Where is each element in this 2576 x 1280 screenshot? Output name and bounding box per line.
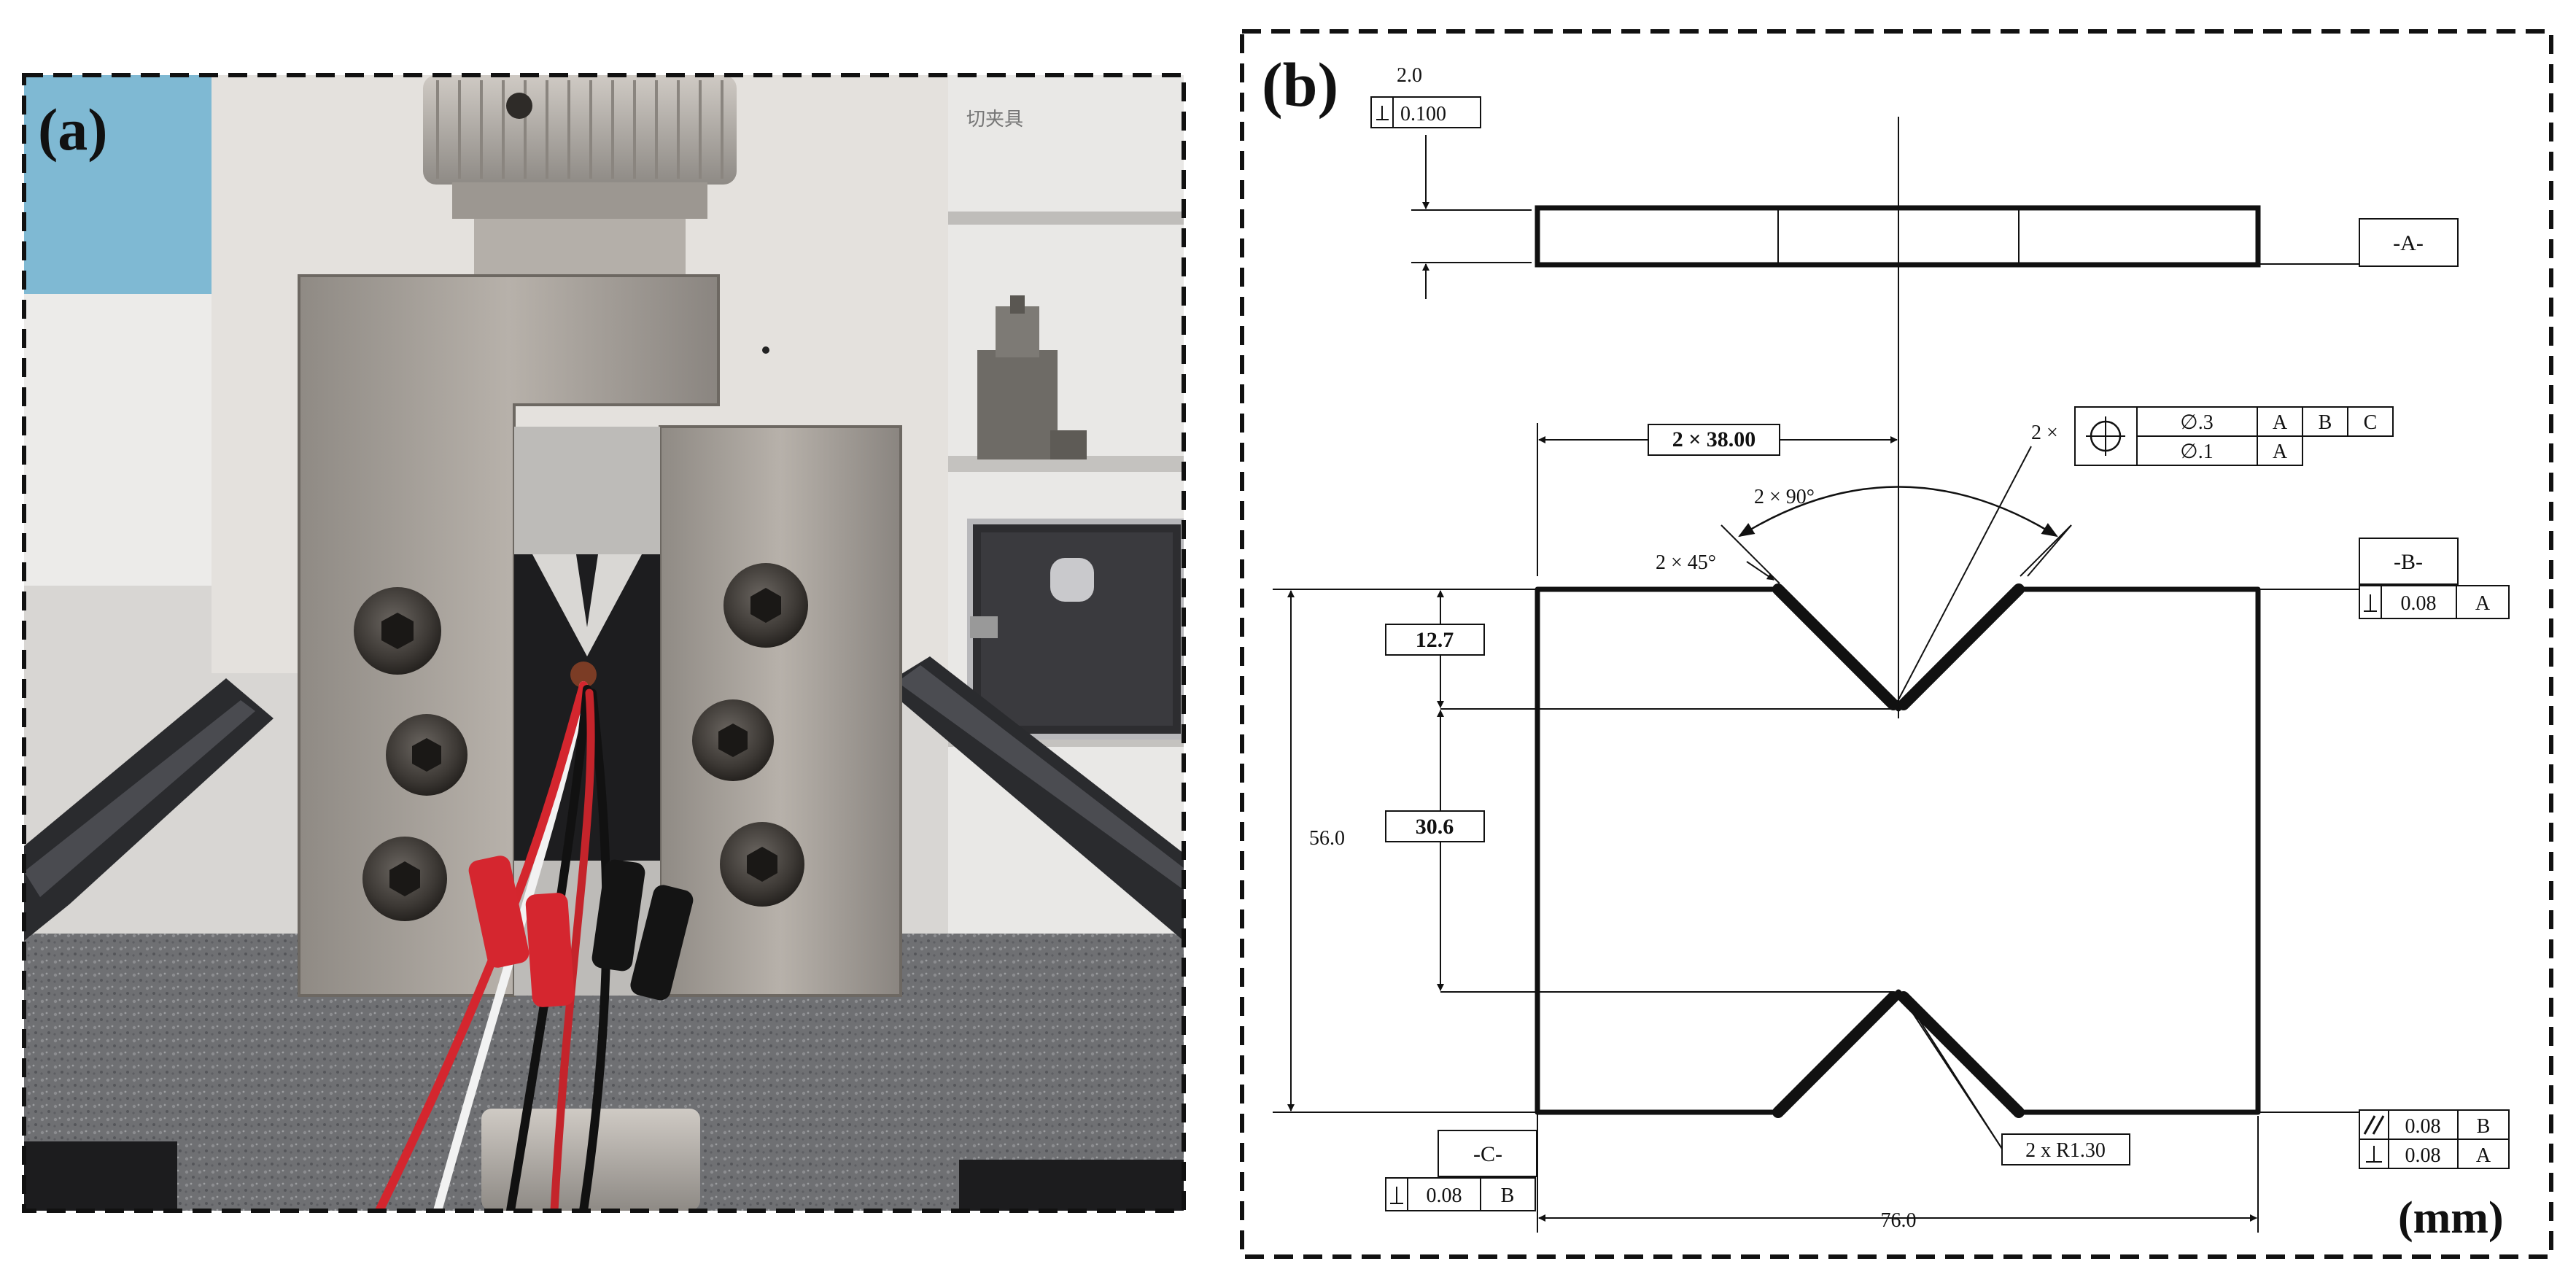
notch-edges bbox=[1772, 583, 2025, 1118]
position-ref-b: B bbox=[2319, 411, 2332, 434]
probe-clips bbox=[468, 856, 694, 1007]
thickness-value: 2.0 bbox=[1397, 64, 1422, 87]
position-tolerance-frame bbox=[2074, 406, 2394, 466]
thickness-tolerance: 0.100 bbox=[1400, 103, 1446, 125]
top-view-plate bbox=[1411, 135, 2359, 299]
load-nut bbox=[423, 75, 737, 277]
sign-text: 切夹具 bbox=[966, 109, 1023, 130]
panel-b-label: (b) bbox=[1262, 50, 1338, 120]
blue-panel bbox=[24, 75, 225, 294]
gauge-length-value: 30.6 bbox=[1416, 815, 1454, 839]
position-ref-a-2: A bbox=[2273, 441, 2288, 463]
panel-b-border bbox=[1240, 29, 2553, 1259]
width-value: 76.0 bbox=[1881, 1209, 1917, 1232]
datum-c-tolerance: 0.08 bbox=[1427, 1184, 1462, 1207]
gauge-length-dimension bbox=[1385, 710, 1893, 993]
panel-a-border bbox=[22, 73, 1186, 1213]
radius-value: 2 x R1.30 bbox=[2025, 1139, 2106, 1162]
half-width-value: 2 × 38.00 bbox=[1672, 427, 1756, 451]
fixture-bolts bbox=[354, 563, 808, 921]
instrument-case bbox=[967, 519, 1184, 740]
perpendicular-tolerance: 0.08 bbox=[2405, 1144, 2441, 1167]
parallel-tolerance: 0.08 bbox=[2405, 1115, 2441, 1138]
probe-wires bbox=[375, 681, 611, 1211]
right-rail bbox=[882, 656, 1184, 941]
perpendicular-ref: A bbox=[2476, 1144, 2491, 1167]
datum-c-ref: B bbox=[1501, 1184, 1515, 1207]
panel-a-photo: 切夹具 bbox=[24, 75, 1184, 1211]
position-leader bbox=[1896, 446, 2032, 705]
parallel-ref: B bbox=[2477, 1115, 2491, 1138]
datum-b-label: -B- bbox=[2394, 550, 2423, 574]
datum-b-tolerance: 0.08 bbox=[2401, 592, 2437, 615]
datum-b-ref: A bbox=[2475, 592, 2491, 615]
datum-c-frame bbox=[1385, 1112, 1538, 1214]
thickness-tolerance-frame bbox=[1370, 96, 1481, 128]
hole-spec-prefix: 2 × bbox=[2031, 422, 2058, 444]
panel-a-label: (a) bbox=[38, 96, 108, 163]
notch-depth-value: 12.7 bbox=[1416, 628, 1454, 652]
unit-label: (mm) bbox=[2398, 1193, 2504, 1243]
notch-angle-label: 2 × 90° bbox=[1754, 486, 1815, 508]
position-ref-a: A bbox=[2273, 411, 2288, 434]
shelf-fixture bbox=[977, 295, 1087, 459]
position-ref-c: C bbox=[2364, 411, 2378, 434]
notch-depth-dimension bbox=[1385, 590, 1893, 710]
height-dimension bbox=[1273, 589, 1535, 1113]
datum-b-frame bbox=[2258, 538, 2510, 619]
half-width-dimension bbox=[1537, 423, 1898, 576]
position-tol-2: ∅.1 bbox=[2180, 441, 2213, 463]
bottom-right-tolerance-frames bbox=[2258, 1109, 2510, 1169]
datum-a-frame bbox=[2359, 218, 2459, 267]
radius-callout bbox=[1903, 997, 2130, 1165]
notch-edge-angle-label: 2 × 45° bbox=[1656, 551, 1716, 574]
height-value: 56.0 bbox=[1309, 827, 1345, 850]
position-tol-1: ∅.3 bbox=[2180, 411, 2213, 434]
datum-c-label: -C- bbox=[1473, 1142, 1502, 1166]
datum-a-label: -A- bbox=[2393, 231, 2424, 255]
